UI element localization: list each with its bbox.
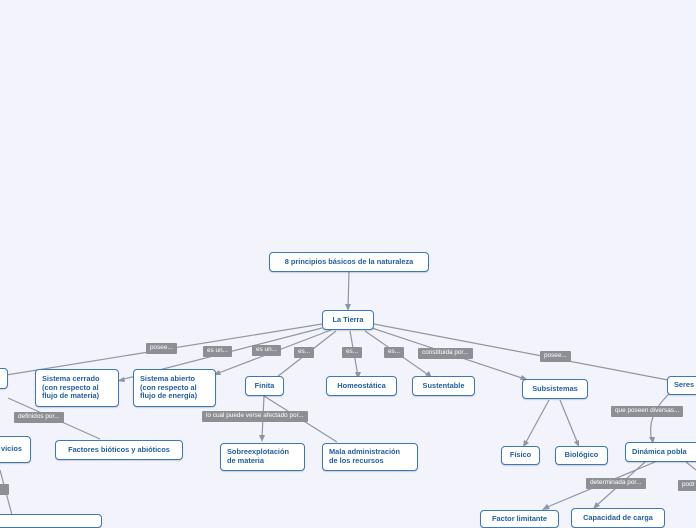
label-lo-cual[interactable]: lo cual puede verse afectado por... xyxy=(202,411,308,422)
label-posee-2[interactable]: posee... xyxy=(540,351,571,362)
label-es-2[interactable]: es... xyxy=(342,347,363,358)
node-seres[interactable]: Seres xyxy=(667,376,696,395)
node-servicios[interactable]: vicios xyxy=(0,436,31,463)
node-factores-bioticos[interactable]: Factores bióticos y abióticos xyxy=(55,440,183,460)
node-factor-limitante[interactable]: Factor limitante xyxy=(480,510,559,528)
node-bottom-left[interactable] xyxy=(0,514,102,528)
root-topic[interactable]: 8 principios básicos de la naturaleza xyxy=(269,252,429,272)
node-homeostatica[interactable]: Homeostática xyxy=(326,376,397,396)
label-es-3[interactable]: es... xyxy=(384,347,405,358)
label-es-1[interactable]: es... xyxy=(294,347,315,358)
node-sistema-abierto[interactable]: Sistema abierto (con respecto al flujo d… xyxy=(133,369,216,407)
label-determinada-por[interactable]: determinada por... xyxy=(586,478,646,489)
label-que-poseen[interactable]: que poseen diversas... xyxy=(611,406,684,417)
node-sobreexplotacion[interactable]: Sobreexplotación de materia xyxy=(220,443,305,471)
node-sistema-cerrado[interactable]: Sistema cerrado (con respecto al flujo d… xyxy=(35,369,119,407)
node-finita[interactable]: Finita xyxy=(245,376,284,396)
node-mala-administracion[interactable]: Mala administración de los recursos xyxy=(322,443,418,471)
node-biologico[interactable]: Biológico xyxy=(555,446,608,465)
label-definidos-por[interactable]: definidos por... xyxy=(14,412,64,423)
node-sustentable[interactable]: Sustentable xyxy=(412,376,475,396)
label-left-cut[interactable] xyxy=(0,484,9,495)
node-capacidad-carga[interactable]: Capacidad de carga xyxy=(571,508,665,528)
label-constituida-por[interactable]: constituida por... xyxy=(418,348,473,359)
node-subsistemas[interactable]: Subsistemas xyxy=(522,379,588,399)
label-podr[interactable]: podr xyxy=(678,480,696,491)
label-es-un-1[interactable]: es un... xyxy=(203,346,232,357)
node-la-tierra[interactable]: La Tierra xyxy=(322,310,374,330)
node-dinamica-poblacional[interactable]: Dinámica pobla xyxy=(625,442,696,462)
label-es-un-2[interactable]: es un... xyxy=(252,345,281,356)
node-fisico[interactable]: Físico xyxy=(501,446,540,465)
label-posee[interactable]: posee... xyxy=(146,343,177,354)
node-edge-left[interactable] xyxy=(0,368,8,389)
